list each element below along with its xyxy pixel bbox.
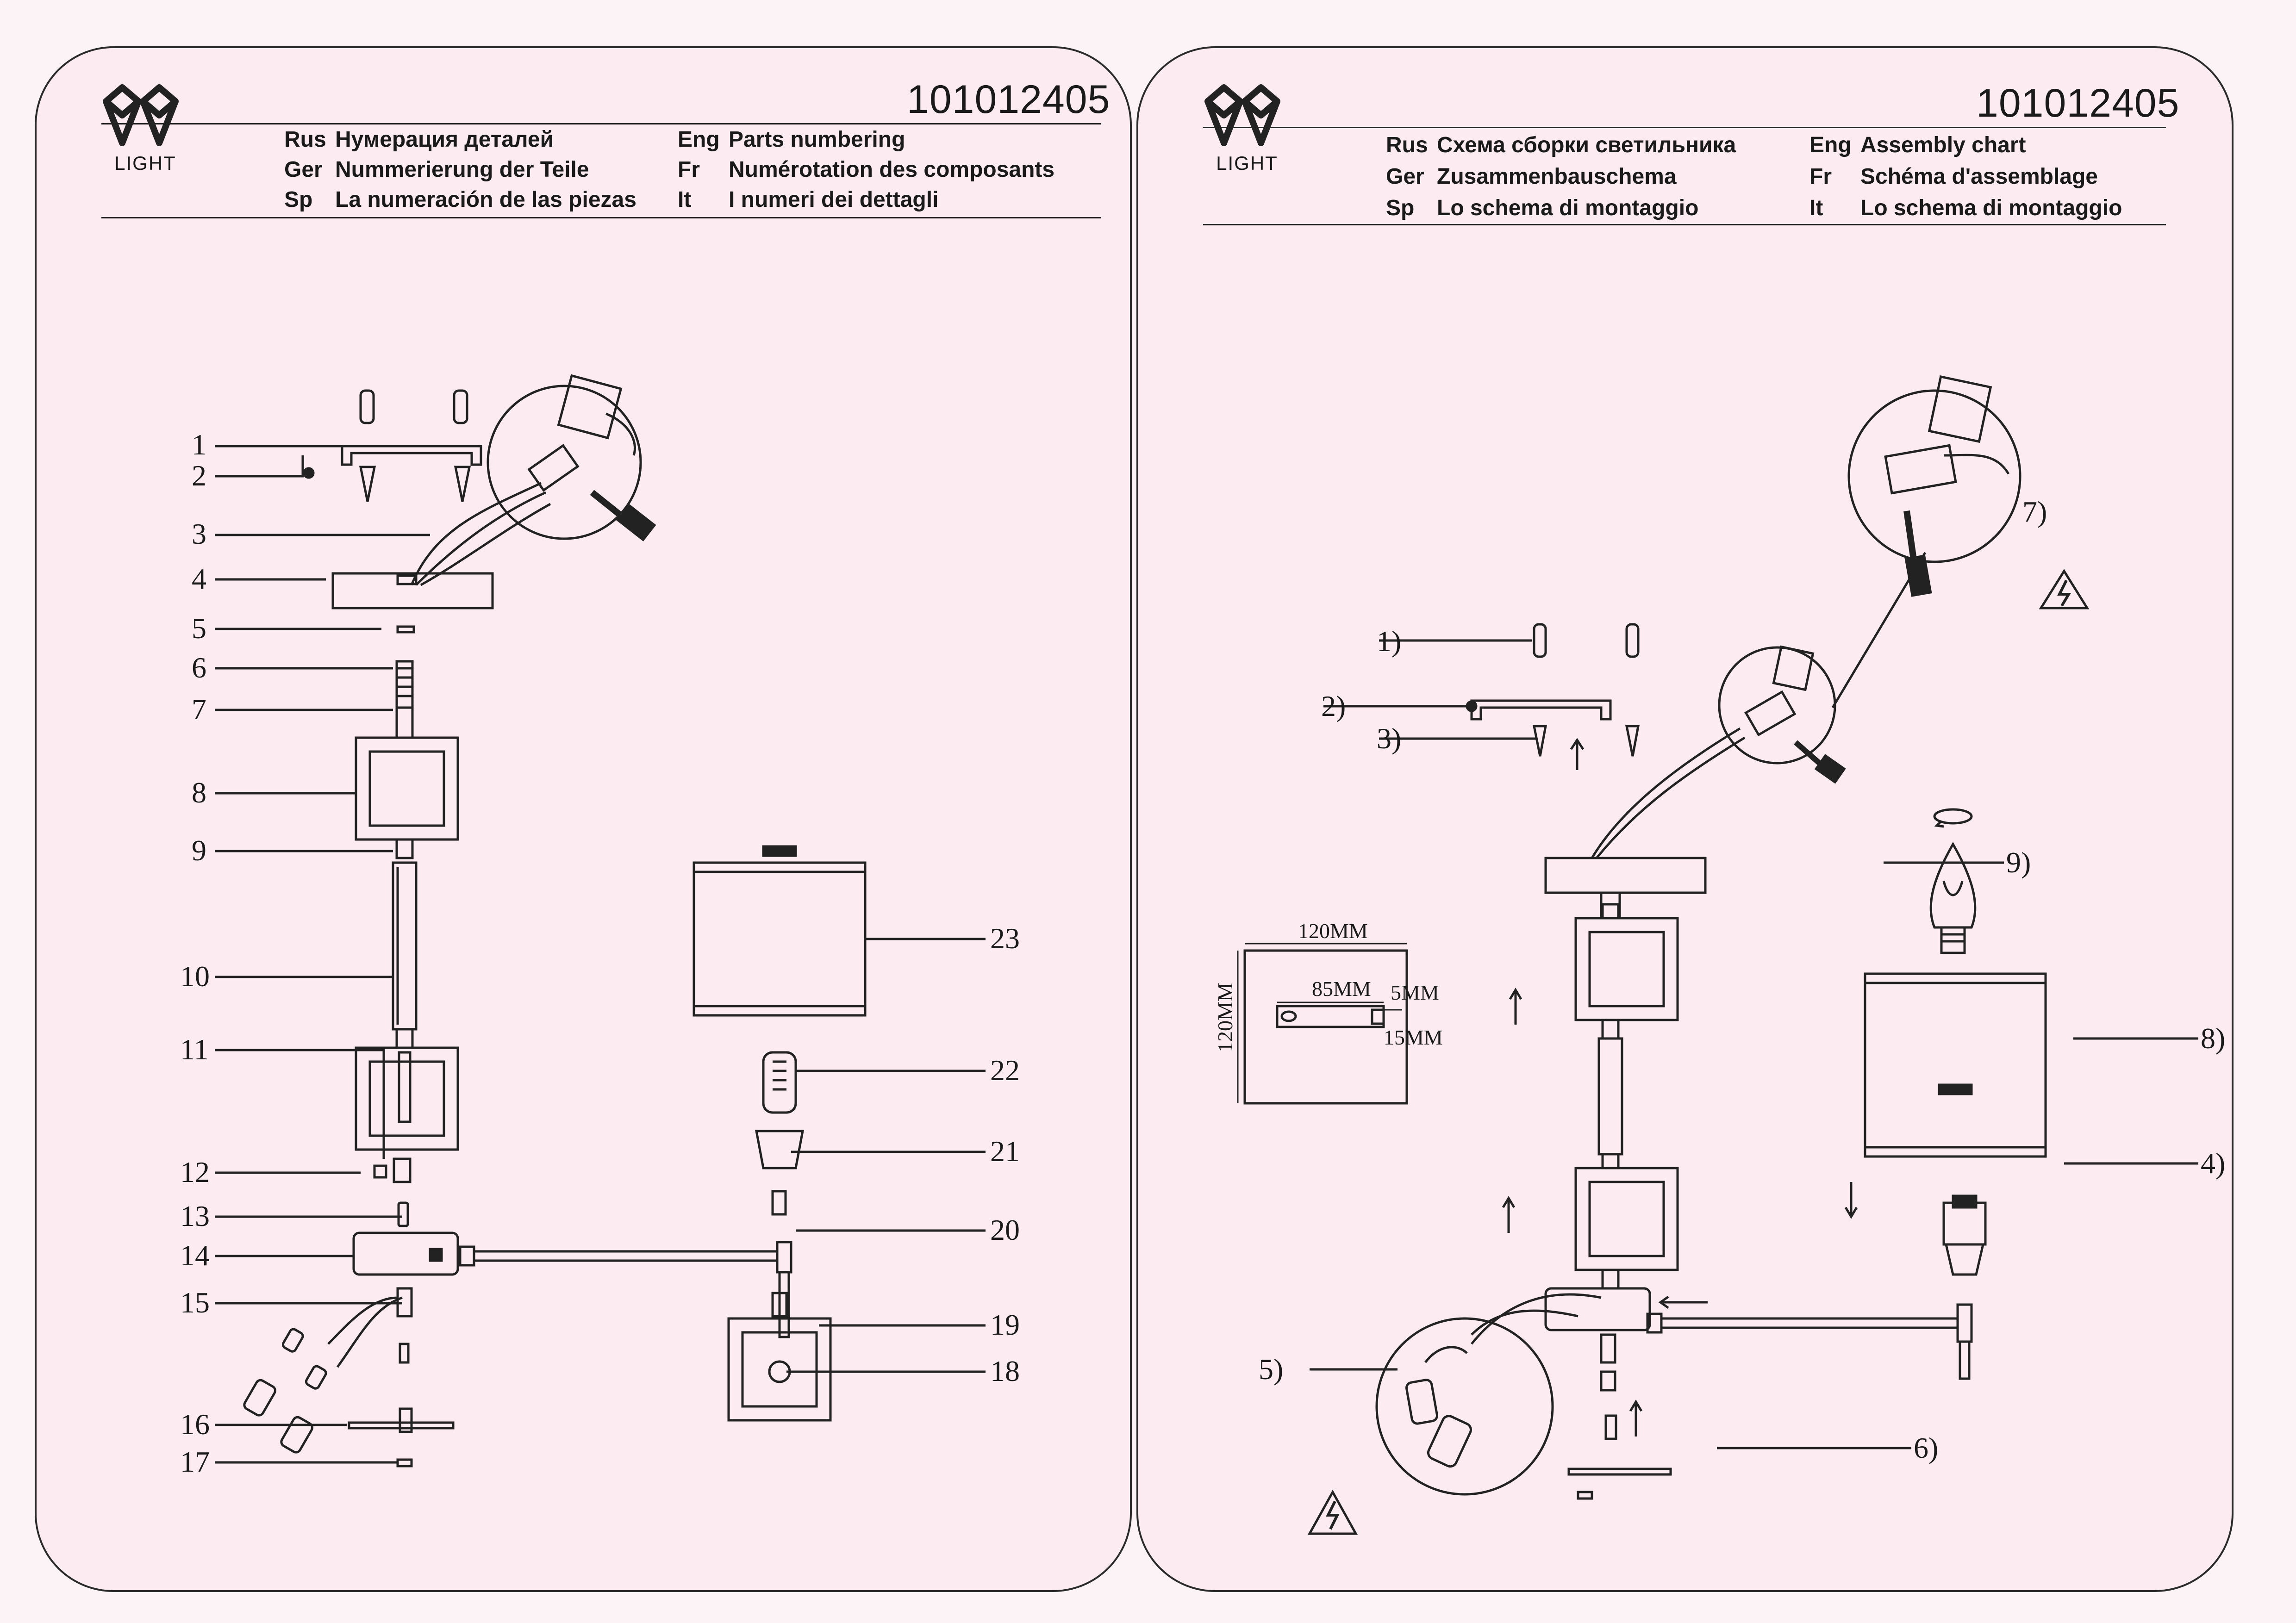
part-label-14: 14 xyxy=(180,1239,210,1272)
step-label-3: 3) xyxy=(1377,722,1402,755)
part-label-20: 20 xyxy=(990,1213,1020,1246)
logo-text: LIGHT xyxy=(1216,152,1278,174)
step-label-9: 9) xyxy=(2006,846,2031,879)
part-label-22: 22 xyxy=(990,1054,1020,1087)
dim-height: 120MM xyxy=(1213,983,1237,1052)
step-label-8: 8) xyxy=(2201,1022,2226,1055)
step-label-2: 2) xyxy=(1321,690,1346,722)
part-label-7: 7 xyxy=(192,693,206,726)
part-label-10: 10 xyxy=(180,960,210,993)
step-label-1: 1) xyxy=(1377,625,1402,658)
mw-light-logo: LIGHT xyxy=(97,83,199,175)
header-rule-top xyxy=(101,123,1101,124)
part-label-8: 8 xyxy=(192,776,206,809)
step-label-5: 5) xyxy=(1259,1353,1284,1386)
part-label-6: 6 xyxy=(192,651,206,684)
part-label-2: 2 xyxy=(192,459,206,492)
header-rule-bottom xyxy=(101,217,1101,218)
step-label-7: 7) xyxy=(2022,495,2047,528)
part-label-4: 4 xyxy=(192,562,206,595)
header-rule-top xyxy=(1203,127,2166,128)
logo-text: LIGHT xyxy=(114,152,176,174)
part-label-15: 15 xyxy=(180,1286,210,1319)
part-label-23: 23 xyxy=(990,922,1020,955)
step-label-6: 6) xyxy=(1914,1431,1939,1464)
part-label-11: 11 xyxy=(180,1033,209,1066)
part-label-12: 12 xyxy=(180,1156,210,1188)
part-label-5: 5 xyxy=(192,612,206,645)
part-label-21: 21 xyxy=(990,1135,1020,1168)
part-label-17: 17 xyxy=(180,1445,210,1478)
dim-slot-width: 5MM xyxy=(1391,981,1439,1004)
header-rule-bottom xyxy=(1203,224,2166,225)
part-label-18: 18 xyxy=(990,1355,1020,1387)
mw-light-logo: LIGHT xyxy=(1198,83,1300,175)
part-label-3: 3 xyxy=(192,517,206,550)
mw-logo-icon xyxy=(103,84,179,146)
step-label-4: 4) xyxy=(2201,1147,2226,1180)
dim-slot-length: 15MM xyxy=(1384,1026,1443,1049)
part-label-9: 9 xyxy=(192,834,206,867)
document-number: 101012405 xyxy=(907,77,1111,122)
part-label-13: 13 xyxy=(180,1200,210,1232)
part-label-19: 19 xyxy=(990,1308,1020,1341)
mw-logo-icon xyxy=(1204,84,1280,146)
dim-width: 120MM xyxy=(1298,919,1368,943)
part-label-1: 1 xyxy=(192,428,206,461)
document-number: 101012405 xyxy=(1976,81,2180,125)
exploded-parts-drawing xyxy=(215,374,986,1468)
part-label-16: 16 xyxy=(180,1408,210,1441)
assembly-drawing xyxy=(1237,375,2198,1535)
dim-hole-spacing: 85MM xyxy=(1312,977,1371,1001)
